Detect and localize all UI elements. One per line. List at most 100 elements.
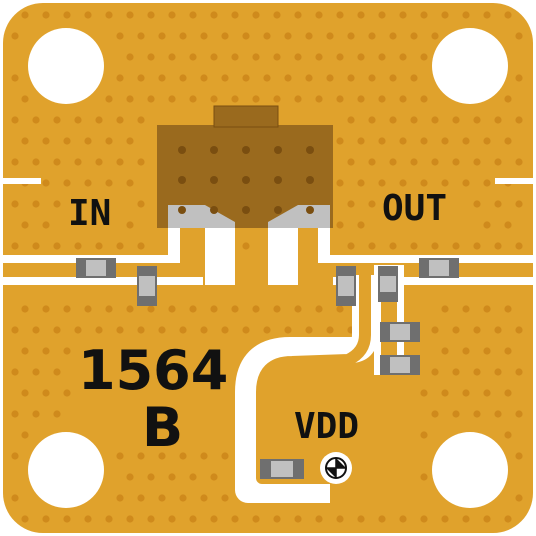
via bbox=[452, 158, 460, 166]
output-shunt-capacitor bbox=[336, 266, 356, 306]
via bbox=[189, 305, 197, 313]
via bbox=[74, 116, 82, 124]
via bbox=[189, 11, 197, 19]
revision-label: B bbox=[142, 396, 183, 459]
via bbox=[420, 11, 428, 19]
via bbox=[515, 368, 523, 376]
via bbox=[284, 32, 292, 40]
via bbox=[63, 137, 71, 145]
via bbox=[252, 53, 260, 61]
via bbox=[273, 95, 281, 103]
via bbox=[336, 179, 344, 187]
via bbox=[336, 95, 344, 103]
via bbox=[21, 137, 29, 145]
via bbox=[504, 431, 512, 439]
via bbox=[315, 305, 323, 313]
via bbox=[504, 11, 512, 19]
via bbox=[368, 242, 376, 250]
via bbox=[431, 32, 439, 40]
via bbox=[305, 74, 313, 82]
via bbox=[158, 74, 166, 82]
via bbox=[116, 242, 124, 250]
via bbox=[462, 11, 470, 19]
package-via bbox=[178, 206, 186, 214]
via bbox=[32, 200, 40, 208]
via bbox=[357, 515, 365, 523]
via bbox=[452, 326, 460, 334]
via bbox=[221, 32, 229, 40]
via bbox=[263, 326, 271, 334]
via bbox=[95, 242, 103, 250]
via bbox=[494, 158, 502, 166]
via bbox=[137, 452, 145, 460]
part-number-label: 1564 bbox=[78, 339, 228, 402]
via bbox=[252, 11, 260, 19]
via bbox=[42, 137, 50, 145]
via bbox=[389, 74, 397, 82]
via bbox=[452, 410, 460, 418]
via bbox=[168, 95, 176, 103]
via bbox=[410, 158, 418, 166]
via bbox=[347, 74, 355, 82]
via bbox=[347, 158, 355, 166]
via bbox=[462, 389, 470, 397]
via bbox=[116, 116, 124, 124]
via bbox=[210, 95, 218, 103]
via bbox=[11, 368, 19, 376]
via bbox=[452, 116, 460, 124]
via bbox=[210, 515, 218, 523]
via bbox=[431, 410, 439, 418]
via bbox=[284, 74, 292, 82]
via bbox=[483, 347, 491, 355]
via bbox=[147, 53, 155, 61]
via bbox=[126, 179, 134, 187]
via bbox=[95, 158, 103, 166]
via bbox=[410, 32, 418, 40]
via bbox=[221, 452, 229, 460]
via bbox=[494, 116, 502, 124]
via bbox=[63, 179, 71, 187]
via bbox=[42, 221, 50, 229]
bias-capacitor-2 bbox=[380, 355, 420, 375]
via bbox=[84, 305, 92, 313]
via bbox=[105, 305, 113, 313]
via bbox=[158, 32, 166, 40]
via bbox=[515, 74, 523, 82]
via bbox=[63, 515, 71, 523]
via bbox=[32, 242, 40, 250]
via bbox=[53, 326, 61, 334]
via bbox=[11, 452, 19, 460]
via bbox=[431, 326, 439, 334]
via bbox=[515, 410, 523, 418]
via bbox=[242, 32, 250, 40]
via bbox=[63, 305, 71, 313]
via bbox=[473, 368, 481, 376]
package-via bbox=[274, 146, 282, 154]
via bbox=[137, 494, 145, 502]
output-pad bbox=[268, 205, 330, 228]
via bbox=[473, 116, 481, 124]
via bbox=[32, 158, 40, 166]
mounting-hole-icon bbox=[28, 432, 104, 508]
via bbox=[137, 326, 145, 334]
via bbox=[189, 95, 197, 103]
via bbox=[105, 95, 113, 103]
via bbox=[357, 11, 365, 19]
via bbox=[441, 179, 449, 187]
via bbox=[53, 200, 61, 208]
test-point-icon bbox=[320, 452, 352, 484]
via bbox=[74, 326, 82, 334]
via bbox=[294, 305, 302, 313]
package-via bbox=[178, 146, 186, 154]
via bbox=[53, 368, 61, 376]
via bbox=[473, 242, 481, 250]
via bbox=[74, 242, 82, 250]
mounting-hole-icon bbox=[432, 28, 508, 104]
via bbox=[315, 53, 323, 61]
via bbox=[494, 368, 502, 376]
via bbox=[378, 137, 386, 145]
via bbox=[189, 53, 197, 61]
via bbox=[42, 179, 50, 187]
via bbox=[452, 242, 460, 250]
via bbox=[378, 53, 386, 61]
